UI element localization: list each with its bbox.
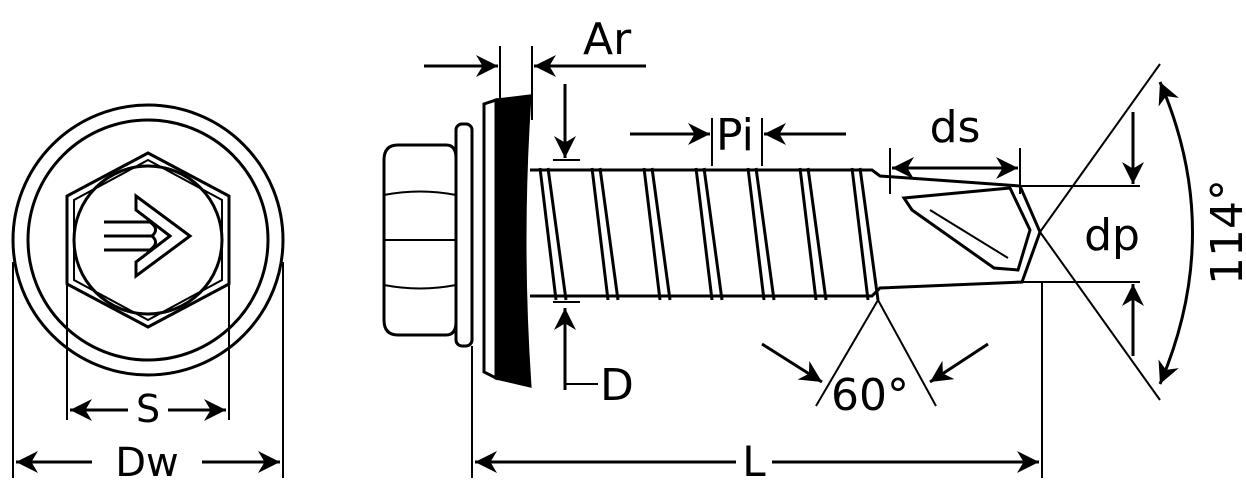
washer-outer-circle <box>11 103 285 377</box>
dw-label: Dw <box>115 440 179 486</box>
pi-dimension <box>630 118 846 166</box>
dp-dimension <box>1020 112 1144 356</box>
thread-angle-label: 60° <box>831 370 909 421</box>
hex-head-inner <box>73 158 223 322</box>
top-view <box>11 103 285 478</box>
ds-label: ds <box>930 102 981 153</box>
logo-icon <box>104 193 193 279</box>
dp-label: dp <box>1084 210 1140 261</box>
d-dimension <box>553 84 598 390</box>
s-label: S <box>136 387 160 431</box>
flange <box>454 122 474 348</box>
washer-inner-circle <box>26 118 270 362</box>
l-dimension <box>471 282 1043 478</box>
ar-label: Ar <box>583 14 632 65</box>
ds-dimension <box>889 148 1021 194</box>
drill-flute <box>901 186 1032 272</box>
ar-dimension <box>424 46 646 120</box>
hex-head-outline <box>65 151 231 329</box>
rubber-seal <box>494 94 532 388</box>
threads <box>538 167 880 301</box>
metal-washer <box>482 97 498 381</box>
thread-angle <box>761 299 989 407</box>
tip-angle-label: 114° <box>1202 179 1246 285</box>
d-label: D <box>600 360 634 411</box>
head-face-circle <box>72 164 224 316</box>
side-view <box>382 94 1042 388</box>
tip-angle <box>1039 63 1194 401</box>
l-label: L <box>742 437 766 486</box>
pi-label: Pi <box>716 110 754 161</box>
